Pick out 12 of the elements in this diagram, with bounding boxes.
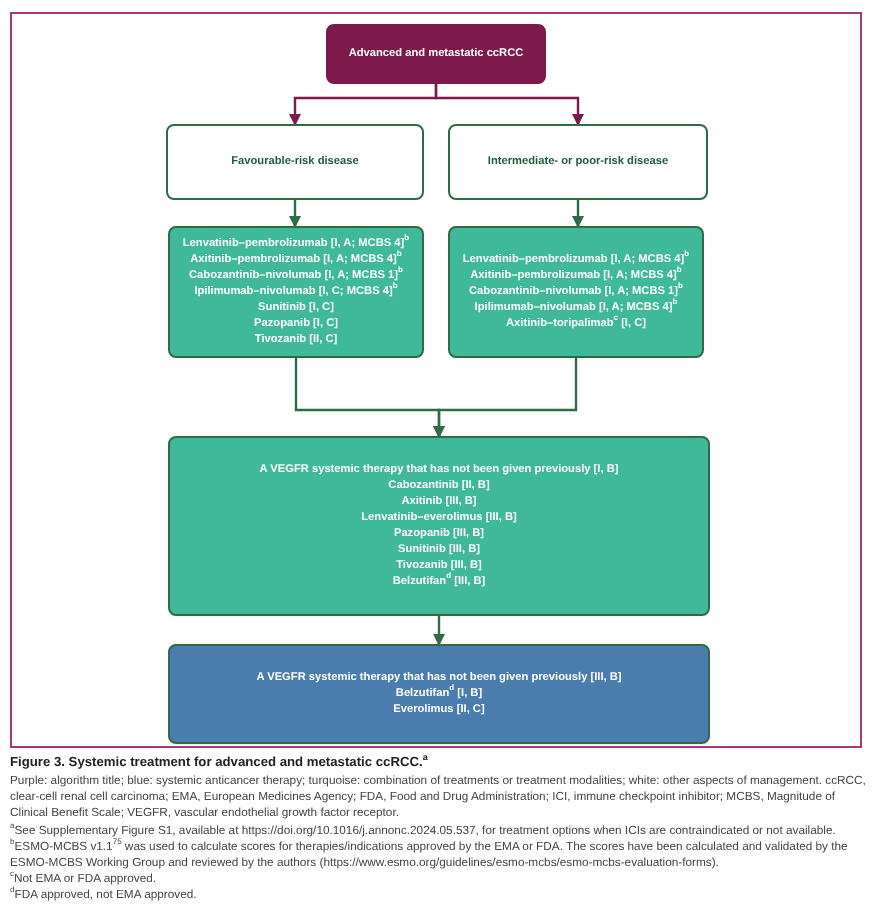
arrow bbox=[434, 84, 584, 126]
process-box bbox=[166, 124, 424, 200]
arrow bbox=[572, 200, 584, 228]
process-box bbox=[168, 226, 424, 358]
process-box bbox=[448, 124, 708, 200]
process-box bbox=[448, 226, 704, 358]
arrow bbox=[433, 616, 445, 646]
title-box bbox=[326, 24, 546, 84]
arrow bbox=[289, 200, 301, 228]
arrow bbox=[433, 358, 578, 438]
process-box bbox=[168, 436, 710, 616]
process-box bbox=[168, 644, 710, 744]
